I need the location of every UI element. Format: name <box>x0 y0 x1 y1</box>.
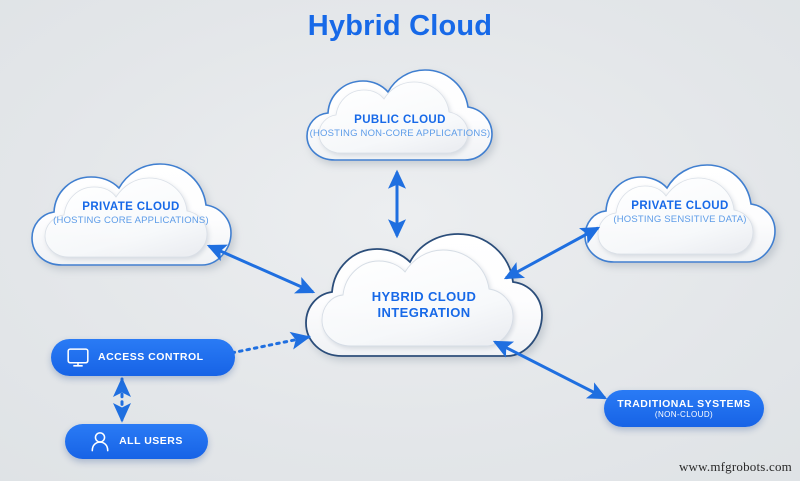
arrow-hybrid-to-traditional <box>492 340 608 400</box>
watermark: www.mfgrobots.com <box>678 459 792 474</box>
page-title: Hybrid Cloud <box>307 10 493 42</box>
access-control-label: ACCESS CONTROL <box>98 351 204 364</box>
all-users-text: ALL USERS <box>119 435 183 447</box>
traditional-systems-label: TRADITIONAL SYSTEMS <box>617 397 751 410</box>
arrow-hybrid-to-private-sensitive <box>503 226 601 280</box>
traditional-systems-text: TRADITIONAL SYSTEMS (NON-CLOUD) <box>617 398 751 419</box>
all-users-label: ALL USERS <box>119 435 183 448</box>
cloud-public[interactable] <box>306 69 493 161</box>
cloud-private-core[interactable] <box>31 163 232 266</box>
cloud-hybrid-integration[interactable] <box>305 233 543 357</box>
node-access-control[interactable]: ACCESS CONTROL <box>51 339 235 376</box>
access-control-text: ACCESS CONTROL <box>98 351 204 363</box>
node-all-users[interactable]: ALL USERS <box>65 424 208 459</box>
monitor-icon <box>67 347 89 368</box>
traditional-systems-sublabel: (NON-CLOUD) <box>654 409 714 419</box>
node-traditional-systems[interactable]: TRADITIONAL SYSTEMS (NON-CLOUD) <box>604 390 764 427</box>
arrow-hybrid-to-private-core <box>206 244 316 294</box>
user-icon <box>90 431 110 452</box>
cloud-private-sensitive[interactable] <box>584 164 776 263</box>
